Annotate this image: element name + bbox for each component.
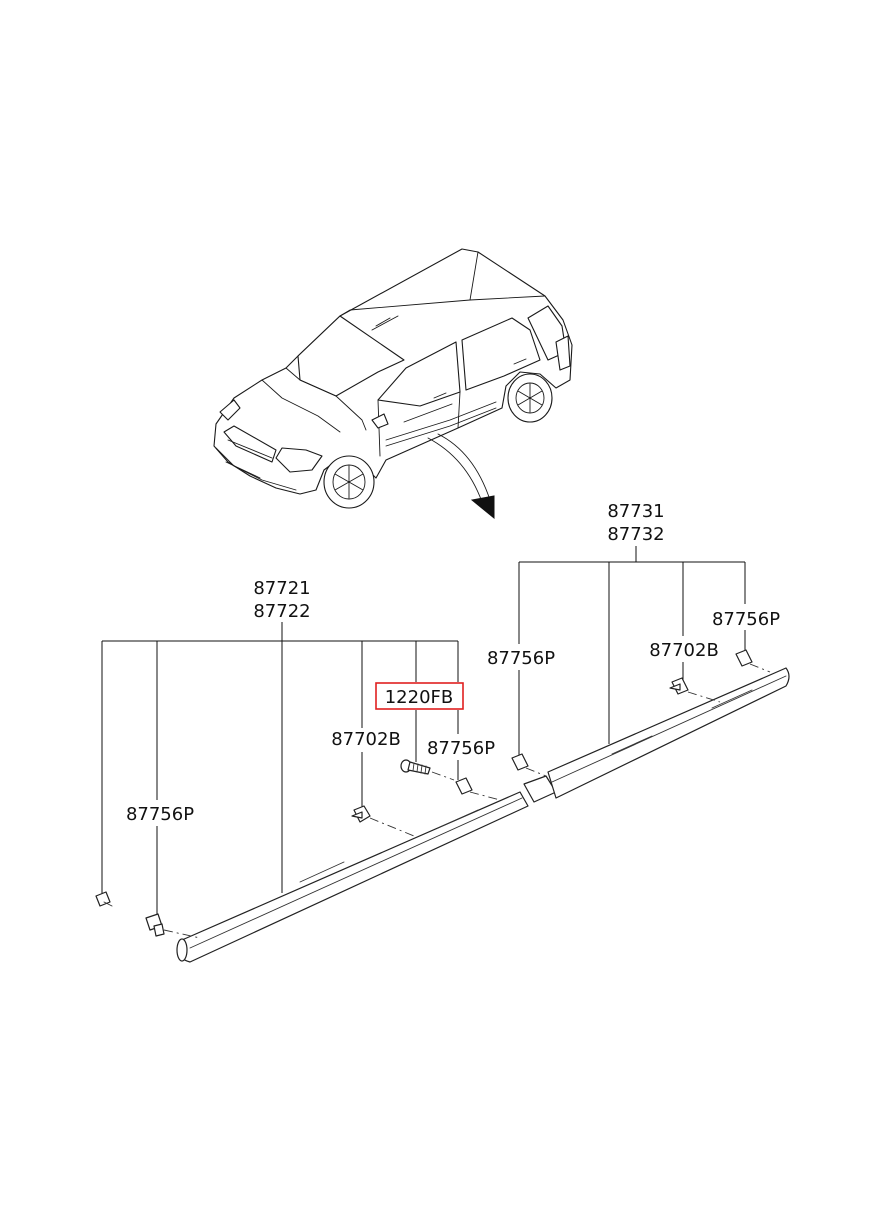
label-clip-rear-left: 87756P: [487, 648, 555, 669]
front-door-moulding: [176, 791, 529, 963]
label-front-moulding-rh: 87722: [253, 601, 310, 622]
label-retainer-front: 87702B: [331, 729, 401, 750]
retainer-rear: [669, 677, 721, 703]
clip-front-left: [145, 913, 201, 939]
pointer-arrow: [427, 433, 495, 520]
rear-door-moulding: [547, 667, 790, 799]
clip-rear-left: [511, 753, 547, 777]
label-rear-moulding-rh: 87732: [607, 524, 664, 545]
label-front-moulding-lh: 87721: [253, 578, 310, 599]
label-clip-front-left: 87756P: [126, 804, 194, 825]
label-retainer-rear: 87702B: [649, 640, 719, 661]
callout-labels: 87731 87732 87721 87722 87756P 87702B 87…: [126, 501, 780, 825]
label-clip-rear-right: 87756P: [712, 609, 780, 630]
highlight-box: [375, 682, 464, 710]
fasteners: [95, 649, 771, 939]
label-clip-front-mid: 87756P: [427, 738, 495, 759]
clip-front-left-end: [95, 891, 113, 907]
leader-lines: [101, 546, 746, 915]
retainer-front: [351, 805, 415, 837]
car-illustration: [213, 248, 573, 509]
label-rear-moulding-lh: 87731: [607, 501, 664, 522]
screw-highlighted: [400, 759, 455, 781]
clip-rear-right: [735, 649, 771, 673]
clip-front-mid: [455, 777, 501, 801]
label-screw-highlighted[interactable]: 1220FB: [385, 687, 454, 708]
